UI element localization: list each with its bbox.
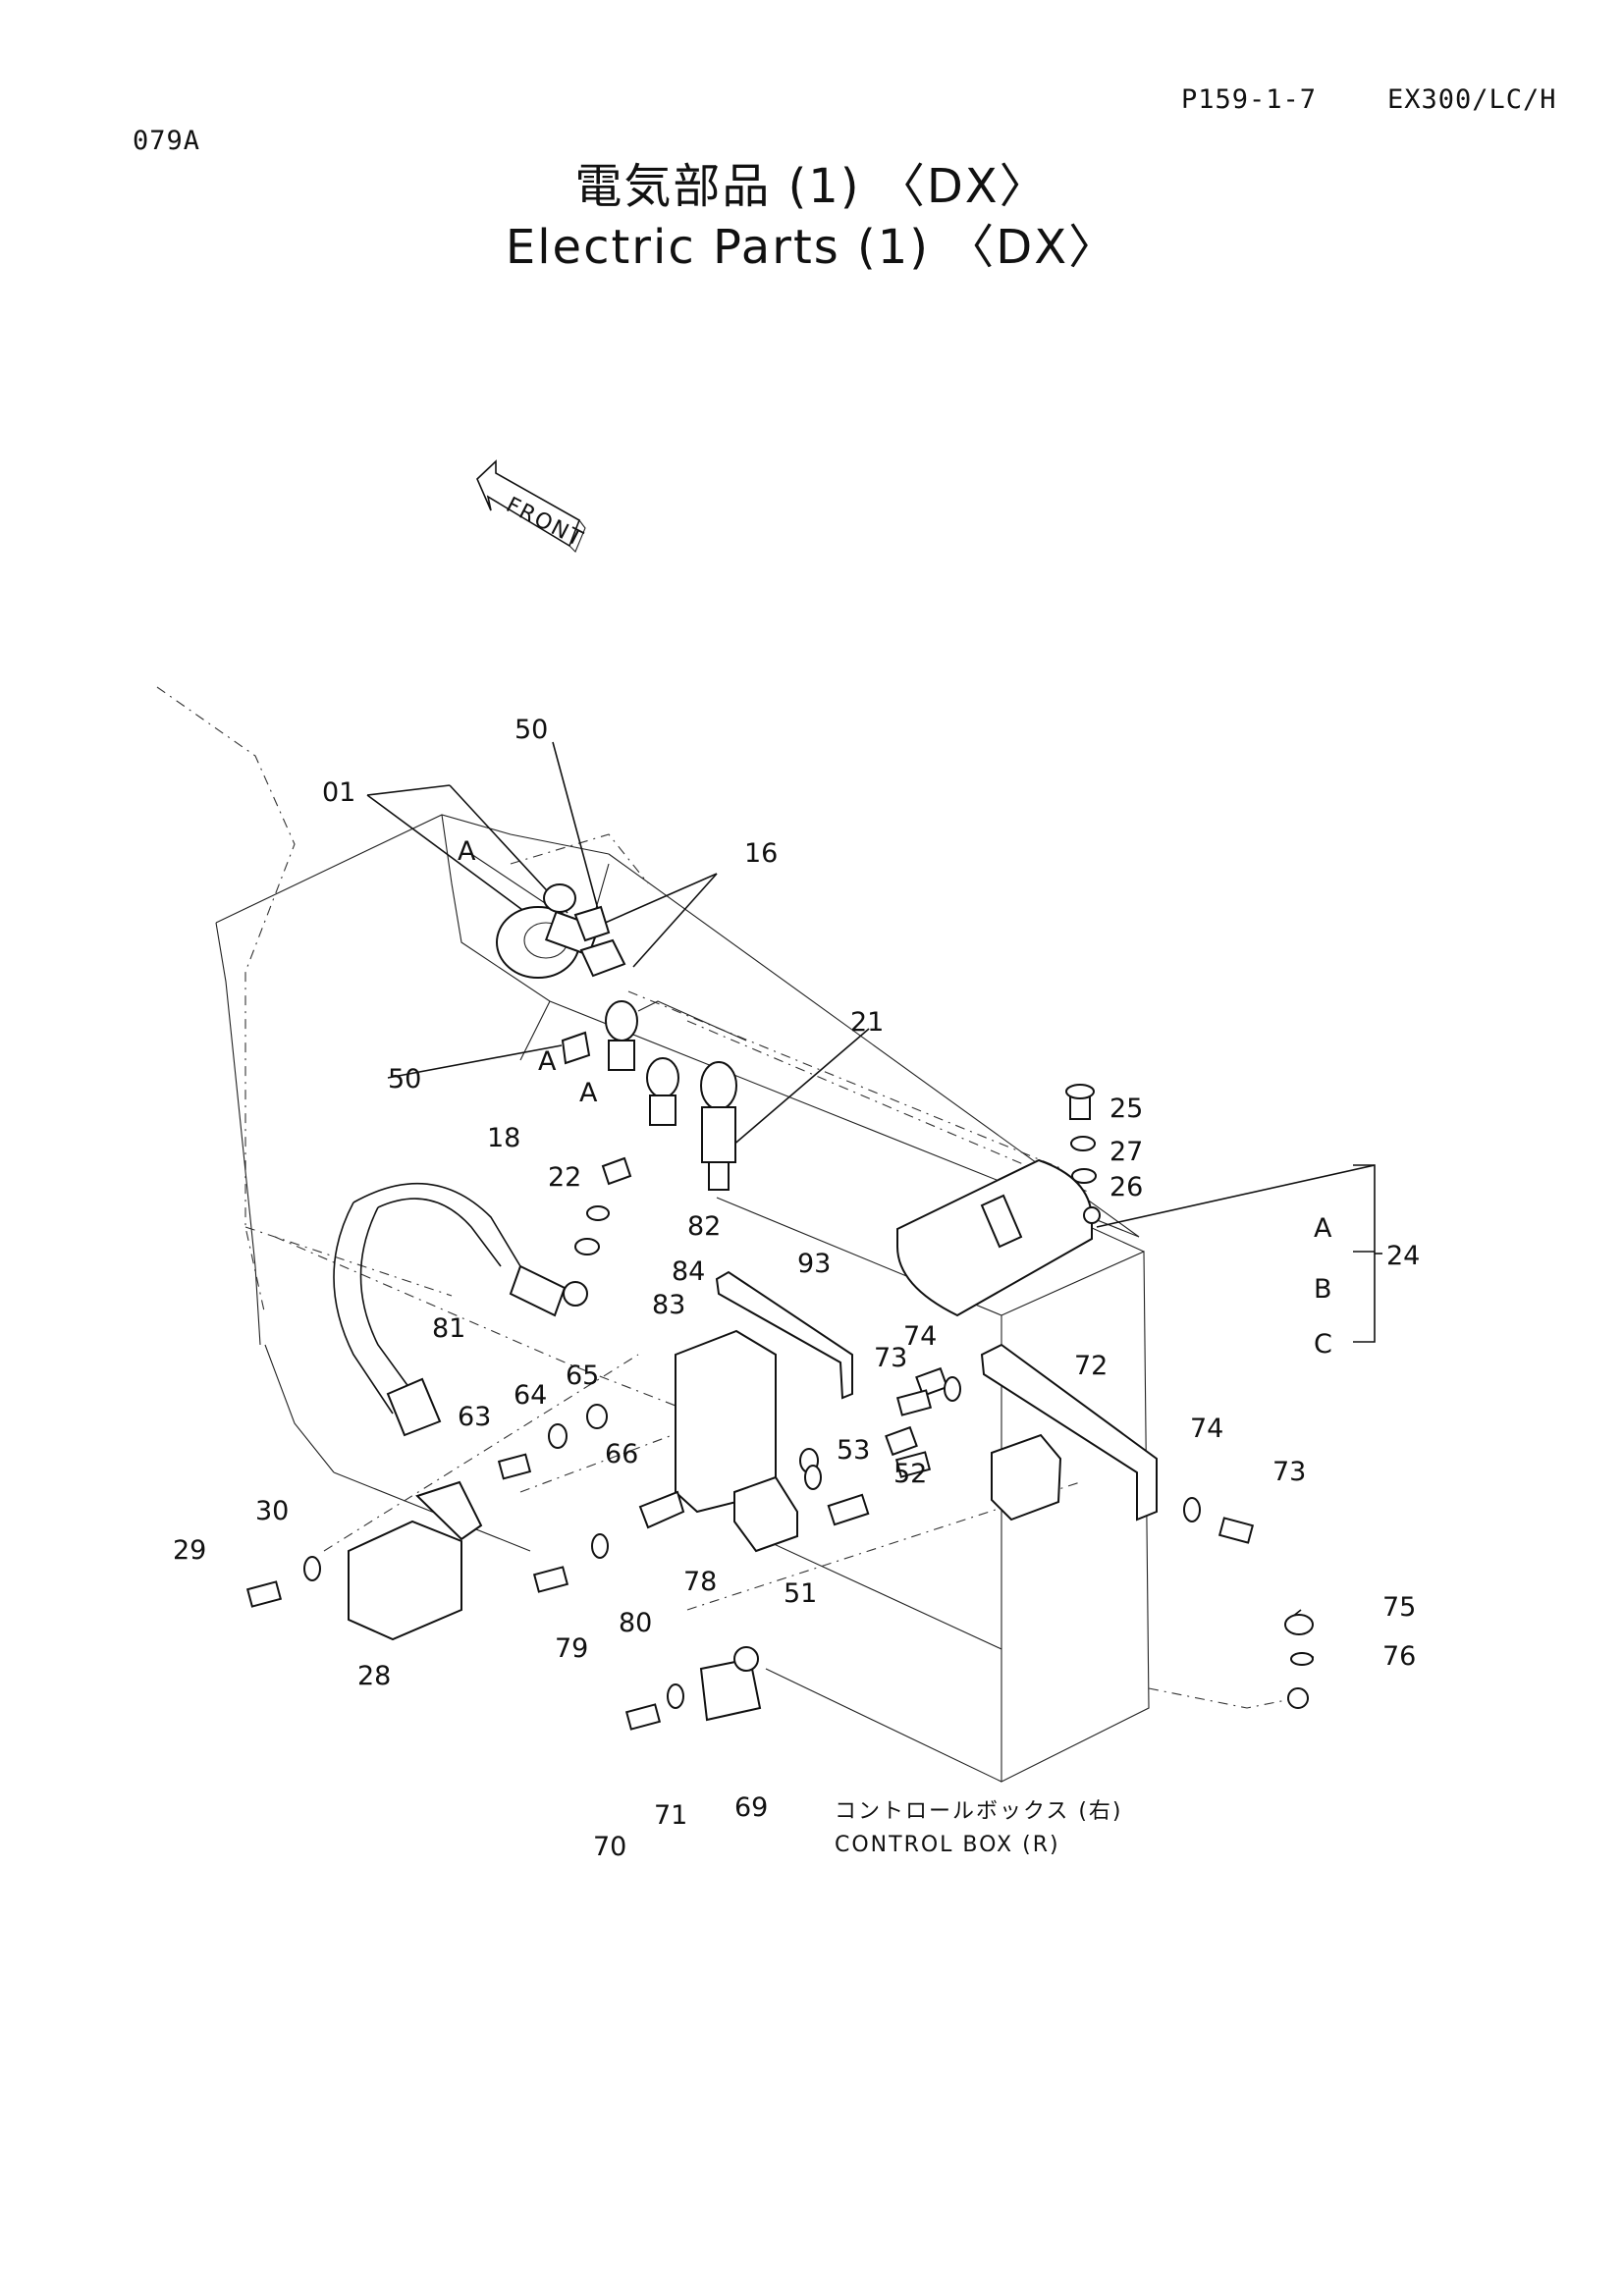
front-arrow-icon: FRONT xyxy=(476,459,588,553)
key-switch-assembly xyxy=(496,883,626,979)
label-70: 70 xyxy=(593,1832,626,1862)
label-25: 25 xyxy=(1109,1094,1143,1124)
group-24-letter-b: B xyxy=(1314,1274,1332,1305)
panel-switches xyxy=(561,1000,737,1191)
label-52: 52 xyxy=(893,1459,927,1489)
label-01: 01 xyxy=(322,777,355,808)
label-27: 27 xyxy=(1109,1137,1143,1167)
label-75: 75 xyxy=(1382,1592,1416,1623)
label-83: 83 xyxy=(652,1290,685,1320)
label-51: 51 xyxy=(784,1578,817,1609)
sheet-code: 079A xyxy=(133,126,201,156)
bolt-washer-stack xyxy=(1065,1084,1097,1184)
label-76: 76 xyxy=(1382,1641,1416,1672)
label-28: 28 xyxy=(357,1661,391,1691)
fasteners xyxy=(245,1205,1314,1731)
label-21: 21 xyxy=(850,1007,884,1038)
front-marker-text: FRONT xyxy=(502,493,587,553)
leader-lines xyxy=(323,741,1382,1709)
label-16: 16 xyxy=(744,838,778,869)
label-63: 63 xyxy=(458,1402,491,1432)
label-22: 22 xyxy=(548,1162,581,1193)
label-74-upper: 74 xyxy=(903,1321,937,1352)
label-78: 78 xyxy=(683,1567,717,1597)
model-designation: EX300/LC/H xyxy=(1387,84,1557,115)
label-79: 79 xyxy=(555,1633,588,1664)
label-29: 29 xyxy=(173,1535,206,1566)
label-a-mid: A xyxy=(538,1046,557,1077)
title-english: Electric Parts (1) 〈DX〉 xyxy=(505,220,1118,275)
label-26: 26 xyxy=(1109,1172,1143,1202)
part-28-box xyxy=(348,1480,483,1641)
group-24-labels: A B C 24 xyxy=(1314,1213,1420,1360)
label-84: 84 xyxy=(672,1256,705,1287)
label-50-top: 50 xyxy=(514,715,548,745)
label-73-lower: 73 xyxy=(1272,1457,1306,1487)
label-93: 93 xyxy=(797,1249,831,1279)
console-outline xyxy=(156,686,1140,1552)
title-japanese: 電気部品 (1) 〈DX〉 xyxy=(574,159,1049,214)
switch-cover-24 xyxy=(896,1158,1101,1317)
control-box-caption: コントロールボックス (右) CONTROL BOX (R) xyxy=(835,1799,1123,1857)
label-18: 18 xyxy=(487,1123,520,1153)
label-30: 30 xyxy=(255,1496,289,1526)
label-71: 71 xyxy=(654,1800,687,1831)
label-74-lower: 74 xyxy=(1190,1414,1223,1444)
label-73-upper: 73 xyxy=(874,1343,907,1373)
label-a-upper: A xyxy=(458,836,476,867)
label-82: 82 xyxy=(687,1211,721,1242)
label-80: 80 xyxy=(619,1608,652,1638)
group-24-letter-a: A xyxy=(1314,1213,1332,1244)
label-53: 53 xyxy=(837,1435,870,1466)
label-81: 81 xyxy=(432,1313,465,1344)
label-66: 66 xyxy=(605,1439,638,1469)
caption-japanese: コントロールボックス (右) xyxy=(835,1799,1123,1824)
caption-english: CONTROL BOX (R) xyxy=(835,1833,1060,1857)
label-50-mid: 50 xyxy=(388,1064,421,1095)
label-a-lower: A xyxy=(579,1078,598,1108)
label-64: 64 xyxy=(514,1380,547,1411)
bracket-72-group xyxy=(699,1343,1158,1722)
wiring-harness-81 xyxy=(333,1183,588,1437)
group-24-number: 24 xyxy=(1386,1241,1420,1271)
page-reference: P159-1-7 xyxy=(1181,84,1318,115)
part-number-labels: 50 01 A 16 50 21 A 18 A 22 25 27 26 82 8… xyxy=(173,715,1416,1862)
label-65: 65 xyxy=(566,1361,599,1391)
label-69: 69 xyxy=(734,1792,768,1823)
group-24-letter-c: C xyxy=(1314,1329,1332,1360)
label-72: 72 xyxy=(1074,1351,1108,1381)
